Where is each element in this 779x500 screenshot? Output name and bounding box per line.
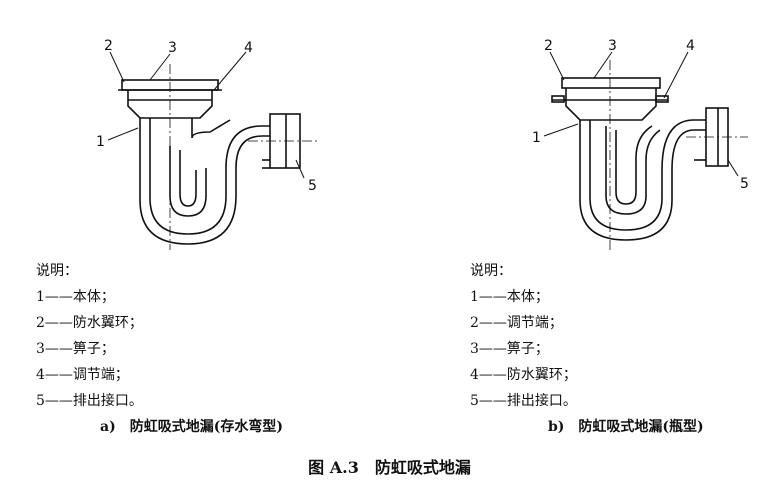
legend-item-b-5: 5——排出接口。: [470, 393, 577, 409]
legend-b: 说明： 1——本体； 2——调节端； 3——箅子； 4——防水翼环； 5——排出…: [470, 258, 577, 414]
callouts-b: 2 3 4 1 5: [532, 38, 749, 192]
legend-item-b-3: 3——箅子；: [470, 341, 549, 357]
callout-1-b: 1: [532, 130, 541, 146]
callout-4-b: 4: [686, 38, 695, 54]
callout-1-a: 1: [96, 134, 105, 150]
grate-b: [561, 77, 661, 89]
legend-item-a-3: 3——箅子；: [36, 341, 115, 357]
figure-caption: 图 A.3 防虹吸式地漏: [308, 458, 471, 477]
legend-a: 说明： 1——本体； 2——防水翼环； 3——箅子； 4——调节端； 5——排出…: [36, 258, 143, 414]
drawing-a-ptrap: [107, 51, 318, 250]
caption-b: b) 防虹吸式地漏(瓶型): [548, 419, 704, 435]
callout-2-b: 2: [544, 38, 553, 54]
legend-item-b-4: 4——防水翼环；: [470, 367, 577, 383]
callout-3-b: 3: [608, 38, 617, 54]
legend-title-b: 说明：: [470, 263, 512, 279]
callouts-a: 2 3 4 1 5: [96, 38, 317, 194]
body-bowl-b: [565, 88, 657, 121]
drawing-b-bottle: [543, 51, 748, 250]
legend-item-b-2: 2——调节端；: [470, 315, 563, 331]
legend-item-a-5: 5——排出接口。: [36, 393, 143, 409]
legend-title-a: 说明：: [36, 263, 78, 279]
legend-item-a-2: 2——防水翼环；: [36, 315, 143, 331]
bottle-outer-b: [579, 120, 706, 241]
callout-4-a: 4: [244, 40, 253, 56]
legend-item-a-1: 1——本体；: [36, 289, 115, 305]
legend-item-a-4: 4——调节端；: [36, 367, 129, 383]
trap-outer-a: [139, 118, 270, 245]
callout-5-a: 5: [308, 178, 317, 194]
callout-2-a: 2: [104, 38, 113, 54]
legend-item-b-1: 1——本体；: [470, 289, 549, 305]
callout-5-b: 5: [740, 176, 749, 192]
caption-a: a) 防虹吸式地漏(存水弯型): [100, 419, 283, 435]
callout-3-a: 3: [168, 40, 177, 56]
